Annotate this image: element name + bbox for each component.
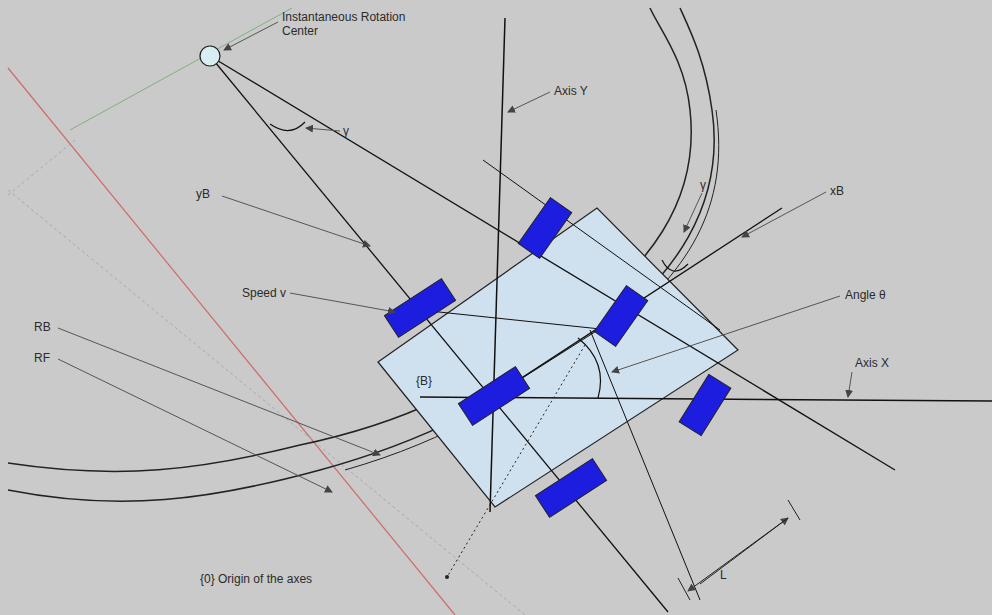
dimension-tick: [678, 578, 690, 600]
green-line: [70, 8, 292, 130]
leader-line: [306, 128, 340, 131]
wheel: [384, 279, 455, 338]
origin-dot: [445, 575, 449, 579]
dimension-label: L: [720, 568, 727, 582]
wheel: [518, 198, 571, 259]
leader-line: [848, 372, 852, 397]
dimension-tick: [788, 500, 800, 520]
leader-line: [612, 296, 840, 372]
angle-label: γ: [343, 124, 349, 138]
axis-label: Axis Y: [554, 84, 588, 98]
red-line: [8, 68, 455, 615]
wheel: [458, 367, 529, 426]
rotation-center: [200, 46, 220, 66]
leader-line: [742, 192, 826, 237]
axis-label: xB: [830, 184, 844, 198]
leader-line: [684, 193, 702, 232]
robot-body: [378, 208, 738, 507]
rotation-center-label: Instantaneous Rotation Center: [282, 10, 417, 38]
gamma-arc: [662, 260, 688, 271]
wheel: [535, 459, 606, 518]
y-axis: [490, 18, 505, 512]
theta-arc: [578, 338, 601, 398]
velocity-label: Speed v: [242, 286, 286, 300]
velocity-line: [420, 310, 610, 330]
leader-line: [58, 328, 380, 455]
icr-line: [210, 56, 895, 470]
dashed-line: [8, 140, 75, 195]
leader-line: [290, 293, 395, 312]
yb-axis: [210, 56, 668, 612]
leader-line: [58, 359, 332, 492]
leader-line: [224, 22, 278, 50]
wheel: [679, 374, 731, 435]
radius-label: RB: [34, 320, 51, 334]
angle-label: γ: [700, 178, 706, 192]
gamma-arc: [270, 122, 305, 131]
origin-vector: [447, 345, 585, 577]
wheel: [594, 286, 647, 347]
origin-label: {0} Origin of the axes: [200, 572, 312, 586]
leader-line: [222, 196, 370, 246]
angle-label: Angle θ: [845, 288, 886, 302]
wheel-line: [590, 330, 700, 600]
leader-line: [508, 92, 550, 112]
axis-label: Axis X: [855, 356, 889, 370]
radius-label: RF: [34, 351, 50, 365]
frame-label: {B}: [416, 374, 432, 388]
axis-label: yB: [196, 187, 210, 201]
wheel-line: [483, 160, 720, 330]
dimension-line: [688, 518, 788, 591]
